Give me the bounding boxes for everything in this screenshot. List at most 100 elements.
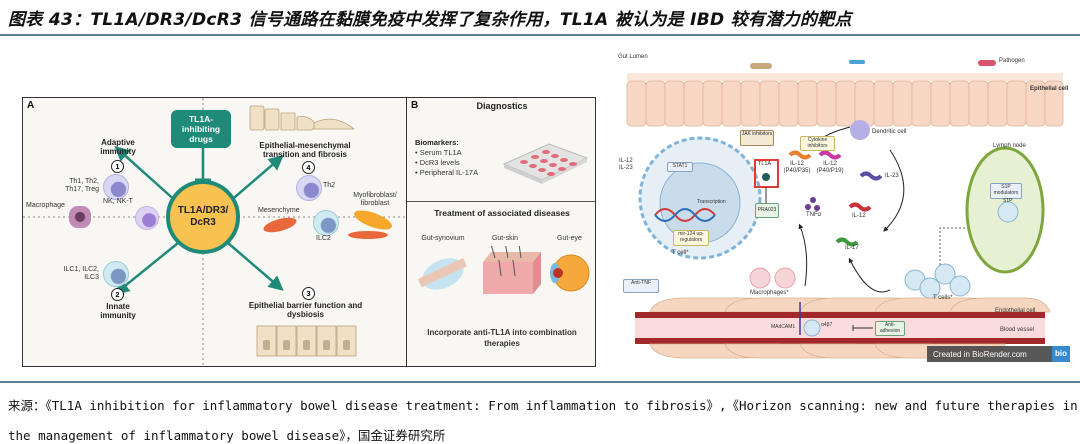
nk-cell-icon	[135, 206, 159, 230]
il12-icon	[848, 202, 872, 212]
biomarkers-list: • Serum TL1A • DcR3 levels • Peripheral …	[415, 148, 478, 178]
panel-a-label: A	[27, 100, 35, 111]
arrow-barrier	[227, 242, 284, 291]
arrow-dc-to-il12	[883, 149, 905, 232]
panel-b-label: B	[411, 100, 419, 111]
macrophage-icon	[774, 267, 796, 289]
source-line-2: the management of inflammatory bowel dis…	[8, 428, 446, 443]
macrophages-label: Macrophages*	[750, 290, 789, 296]
gut-lumen-label: Gut Lumen	[618, 54, 648, 60]
diagnostics-title: Diagnostics	[476, 101, 528, 111]
il12-p35-icon	[788, 150, 812, 160]
panel-a: A TL1A- inhibiting drugs TL1A/DR3/ DcR3 …	[22, 97, 408, 368]
tl1a-label: TL1A	[758, 161, 772, 167]
biomarker-item: • DcR3 levels	[415, 158, 460, 167]
watermark-text: Created in BioRender.com	[933, 349, 1027, 359]
jak-inhibitors-box: JAK inhibitors	[740, 130, 774, 146]
madcam1-label: MAdCAM1	[771, 324, 796, 330]
lymph-node-label: Lymph node	[993, 143, 1026, 149]
bacterium-icon	[750, 63, 772, 69]
eye-icon	[550, 254, 590, 292]
il23-icon	[859, 171, 883, 181]
branch-number-3: 3	[302, 287, 315, 300]
epithelial-cell-label: Epithelial cell	[1030, 86, 1069, 92]
vessel-wall-top	[635, 312, 1045, 318]
combination-therapies-text: Incorporate anti-TL1A into combination t…	[427, 328, 577, 348]
branch-innate-title: Innate immunity	[100, 302, 136, 320]
il17-icon	[835, 237, 859, 247]
il12-p19-label: IL-12 (P40/P19)	[816, 161, 844, 174]
macrophage-label: Macrophage	[26, 202, 65, 209]
pathway-graphics	[626, 60, 1064, 359]
footer-rule	[0, 381, 1080, 383]
panel-b: B Diagnostics Biomarkers: • Serum TL1A •…	[406, 97, 596, 367]
blood-vessel	[635, 318, 1045, 338]
pathway-diagram: Gut Lumen Pathogen Epithelial cell Dendr…	[615, 50, 1070, 365]
t-cells-cluster	[904, 263, 971, 299]
title-rule	[0, 34, 1080, 36]
well-plate-icon	[502, 143, 589, 184]
disease-gut-skin: Gut-skin	[491, 235, 519, 242]
endothelial-layer-bottom	[649, 343, 1006, 359]
mir124-box: mir-124 up-regulators	[673, 230, 709, 246]
il12-label: IL-12	[852, 213, 866, 219]
il12-il23-label: IL-12 IL-23	[619, 158, 633, 171]
endothelial-layer	[649, 297, 1051, 313]
t-cells-label: T cells*	[933, 295, 953, 301]
arrow-emt	[227, 155, 284, 204]
fibroblast-cell-icon	[348, 231, 388, 239]
tnfa-label: TNFα	[806, 212, 822, 218]
biomarkers-title: Biomarkers:	[415, 138, 459, 147]
tnfa-icon	[805, 197, 820, 211]
treatment-title: Treatment of associated diseases	[434, 208, 570, 218]
tl1a-molecule-icon	[762, 173, 770, 181]
tl1a-inhibiting-drugs-box: TL1A- inhibiting drugs	[171, 110, 231, 148]
il12-p19-icon	[818, 150, 842, 160]
a4b7-label: α4β7	[821, 322, 833, 328]
innate-cells-label: ILC1, ILC2, ILC3	[63, 266, 99, 281]
disease-gut-synovium: Gut-synovium	[421, 235, 465, 242]
biorender-logo: bio	[1052, 346, 1070, 362]
dendritic-cell-icon	[850, 120, 870, 140]
il17-label: IL-17	[845, 245, 859, 251]
t-cell-icon	[103, 174, 129, 200]
ilc2-cell-icon	[313, 210, 339, 236]
branch-number-2: 2	[111, 288, 124, 301]
tl1a-dr3-dcr3-hub: TL1A/DR3/ DcR3	[166, 180, 240, 254]
macrophage-icon	[749, 267, 771, 289]
epithelial-layer	[626, 73, 1064, 127]
mesenchyme-label: Mesenchyme	[258, 207, 300, 214]
biomarker-item: • Serum TL1A	[415, 148, 462, 157]
pathogen-label: Pathogen	[999, 58, 1025, 64]
branch-number-1: 1	[111, 160, 124, 173]
ilc2-label: ILC2	[316, 235, 331, 242]
source-line-1: 来源：《TL1A inhibition for inflammatory bow…	[8, 398, 1078, 413]
vessel-wall-bottom	[635, 338, 1045, 344]
pra023-box: PRA023	[755, 203, 779, 218]
panel-b-divider	[407, 201, 595, 202]
arrow-tcells-to-lymph	[939, 225, 978, 265]
nk-label: NK, NK-T	[103, 198, 133, 205]
arrow-innate	[114, 242, 179, 295]
transcription-label: Transcription	[697, 199, 726, 205]
il23-label: IL-23	[885, 173, 899, 179]
branch-emt-title: Epithelial-mesenchymal transition and fi…	[259, 141, 351, 159]
blood-vessel-label: Blood vessel	[1000, 327, 1035, 333]
adaptive-cells-label: Th1, Th2, Th17, Treg	[65, 178, 99, 193]
myofibroblast-label: Myofibroblast/ fibroblast	[353, 192, 397, 207]
stat1-box: STAT1	[667, 162, 693, 172]
s1p-cell-icon	[997, 201, 1019, 223]
endothelial-cell-label: Endothelial cell	[995, 308, 1036, 314]
cytokine-inhibitors-box: Cytokine inhibitors	[800, 136, 835, 151]
pathogen-icon	[978, 60, 996, 66]
disease-gut-eye: Gut-eye	[557, 235, 582, 242]
th2-label: Th2	[323, 182, 336, 189]
dna-strand	[654, 208, 716, 222]
anti-adhesion-box: Anti- adhesion	[875, 321, 905, 336]
arrow-macrophage-to-tnf	[798, 223, 808, 287]
arrow-adaptive	[114, 145, 179, 204]
t-cell-label: T cell*	[672, 250, 689, 256]
s1p-modulators-box: S1P modulators	[990, 183, 1022, 199]
a4b7-cell-icon	[803, 319, 821, 337]
th2-cell-icon	[296, 175, 322, 201]
